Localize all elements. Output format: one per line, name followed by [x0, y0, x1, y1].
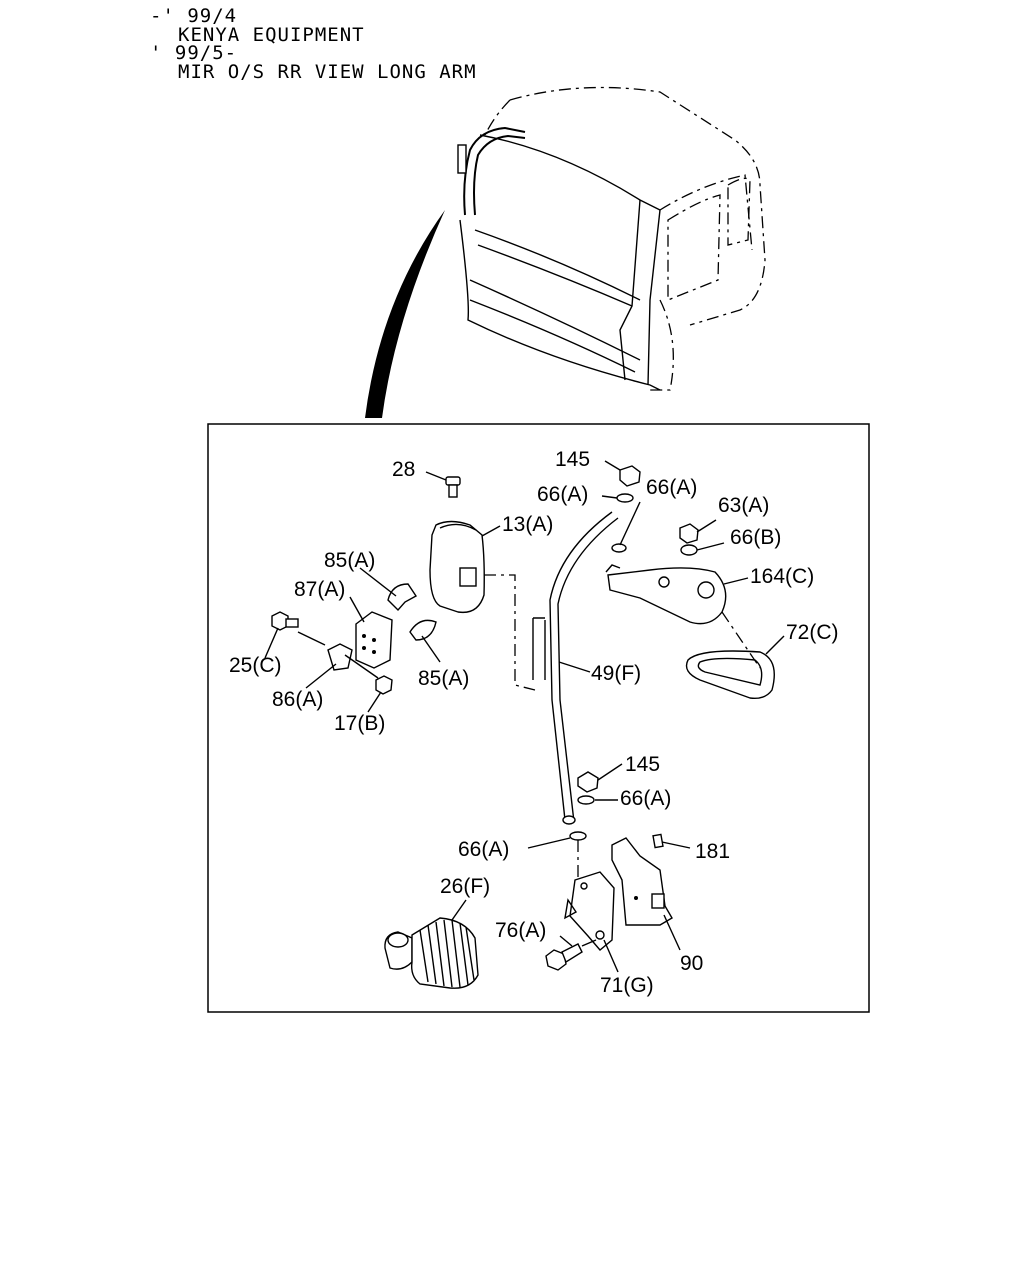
header-equipment-title: KENYA EQUIPMENT — [178, 24, 365, 46]
callout-181: 181 — [695, 840, 730, 863]
callout-66a-1: 66(A) — [537, 483, 588, 506]
clip-181-icon — [652, 833, 664, 849]
detail-frame — [207, 423, 870, 1013]
callout-85a-1: 85(A) — [324, 549, 375, 572]
screw-28-icon — [445, 476, 461, 498]
callout-26f: 26(F) — [440, 875, 490, 898]
callout-85a-2: 85(A) — [418, 667, 469, 690]
callout-labels: 28 145 66(A) 66(A) 13(A) 63(A) 66(B) 85(… — [229, 448, 839, 997]
callout-66a-3: 66(A) — [620, 787, 671, 810]
callout-63a: 63(A) — [718, 494, 769, 517]
nut-145-top-icon — [619, 465, 641, 487]
washer-66a-top-icon — [616, 493, 634, 503]
header-part-description: MIR O/S RR VIEW LONG ARM — [178, 61, 477, 83]
header-date-range-1: -' 99/4 — [150, 5, 237, 27]
leader-13-49 — [484, 574, 536, 691]
bracket-71g-icon — [564, 871, 615, 951]
leader-lines — [264, 460, 785, 973]
header-date-range-2: ' 99/5- — [150, 42, 237, 64]
callout-90: 90 — [680, 952, 703, 975]
washer-66a-mid-icon — [577, 795, 595, 805]
callout-72c: 72(C) — [786, 621, 839, 644]
callout-76a: 76(A) — [495, 919, 546, 942]
leader-164-72 — [721, 611, 761, 669]
bolt-76a-icon — [545, 939, 597, 971]
nut-145-mid-icon — [577, 771, 599, 793]
callout-49f: 49(F) — [591, 662, 641, 685]
clamp-85a-upper-icon — [387, 583, 418, 612]
bracket-164c-icon — [605, 564, 727, 625]
mirror-arm-49f-icon — [532, 511, 619, 825]
plate-87a-icon — [355, 611, 393, 669]
bolt-25c-icon — [271, 611, 326, 646]
callout-66a-2: 66(A) — [646, 476, 697, 499]
washer-66b-icon — [680, 544, 698, 556]
truck-cab-illustration — [365, 86, 766, 418]
callout-66b: 66(B) — [730, 526, 781, 549]
gasket-72c-icon — [685, 650, 775, 700]
callout-71g: 71(G) — [600, 974, 654, 997]
callout-17b: 17(B) — [334, 712, 385, 735]
nut-17b-icon — [375, 675, 393, 695]
boot-26f-icon — [384, 917, 479, 989]
callout-86a: 86(A) — [272, 688, 323, 711]
washer-66a-bottom-icon — [569, 831, 587, 841]
callout-164c: 164(C) — [750, 565, 814, 588]
header-block: -' 99/4 KENYA EQUIPMENT ' 99/5- MIR O/S … — [150, 5, 477, 83]
clamp-85a-lower-icon — [409, 619, 437, 641]
callout-13a: 13(A) — [502, 513, 553, 536]
callout-145-mid: 145 — [625, 753, 660, 776]
nut-63a-icon — [679, 523, 699, 544]
parts-drawings — [271, 465, 775, 989]
callout-66a-4: 66(A) — [458, 838, 509, 861]
callout-145-top: 145 — [555, 448, 590, 471]
mirror-head-13a-icon — [429, 520, 485, 614]
callout-87a: 87(A) — [294, 578, 345, 601]
callout-28: 28 — [392, 458, 415, 481]
washer-66a-lower-icon — [611, 543, 627, 553]
bracket-90-icon — [611, 837, 673, 926]
callout-25c: 25(C) — [229, 654, 282, 677]
leader-86-17 — [344, 654, 379, 679]
